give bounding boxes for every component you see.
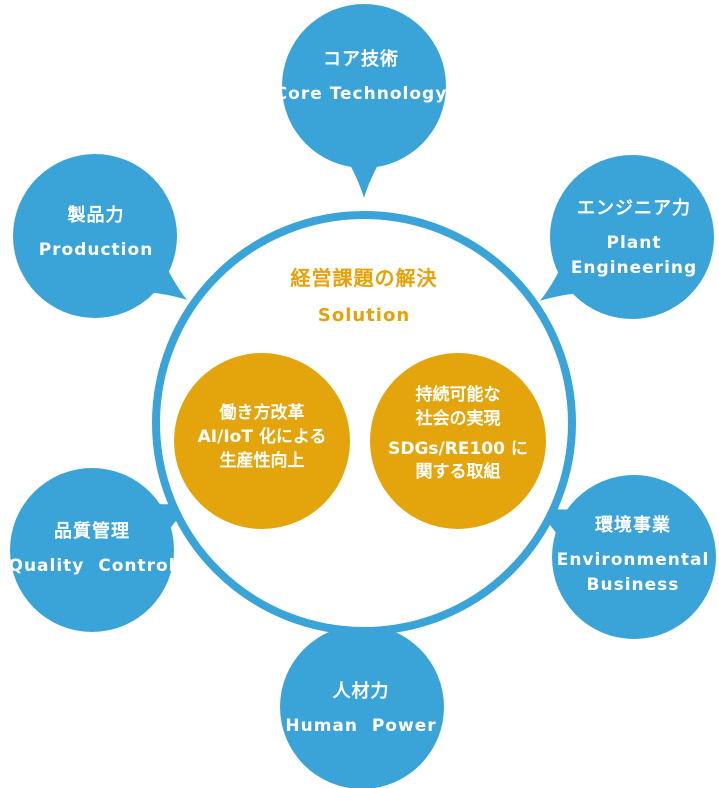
bubble-human-power (280, 625, 444, 788)
satellite-english: Plant (606, 232, 662, 253)
satellite-title: 製品力 (67, 205, 125, 226)
inner-line: 社会の実現 (415, 408, 501, 429)
satellite-english: Business (586, 575, 680, 596)
bubble-quality-control (10, 468, 174, 632)
bubble-production (13, 154, 177, 318)
satellite-quality-control: 品質管理 Quality Control (4, 521, 180, 576)
inner-line: SDGs/RE100 に (388, 438, 528, 459)
bubble-core-technology (282, 4, 446, 168)
satellite-title: 品質管理 (54, 521, 130, 542)
satellite-title: 人材力 (332, 681, 390, 702)
center-title: 経営課題の解決 (290, 266, 438, 290)
satellite-title: 環境事業 (595, 515, 671, 536)
satellite-human-power: 人材力 Human Power (266, 681, 456, 736)
satellite-english: Engineering (570, 258, 698, 279)
satellite-english: Production (38, 239, 154, 260)
inner-circle-work-style (174, 353, 350, 529)
satellite-english: Core Technology (274, 83, 448, 104)
satellite-title: コア技術 (323, 49, 399, 70)
bubble-environmental-business (552, 475, 716, 639)
satellite-english: Human Power (285, 715, 437, 736)
satellite-english: Environmental (556, 549, 710, 570)
inner-line: 働き方改革 (219, 403, 305, 423)
satellite-environmental-business: 環境事業 Environmental Business (550, 515, 716, 596)
inner-line: 関する取組 (415, 462, 501, 483)
satellite-english: Quality Control (8, 555, 176, 576)
inner-line: 生産性向上 (219, 450, 305, 471)
inner-circle-sustainability (370, 353, 546, 529)
inner-line: AI/IoT 化による (197, 426, 327, 447)
satellite-production: 製品力 Production (12, 205, 180, 260)
satellite-core-technology: コア技術 Core Technology (259, 49, 463, 104)
satellite-title: エンジニア力 (577, 198, 691, 219)
bubble-plant-engineering (550, 155, 714, 319)
center-subtitle: Solution (317, 305, 411, 326)
inner-text-work-style: 働き方改革 AI/IoT 化による 生産性向上 (174, 402, 350, 473)
inner-text-sustainability: 持続可能な 社会の実現 SDGs/RE100 に 関する取組 (366, 384, 550, 485)
inner-line: 持続可能な (415, 385, 501, 405)
satellite-plant-engineering: エンジニア力 Plant Engineering (552, 198, 716, 279)
